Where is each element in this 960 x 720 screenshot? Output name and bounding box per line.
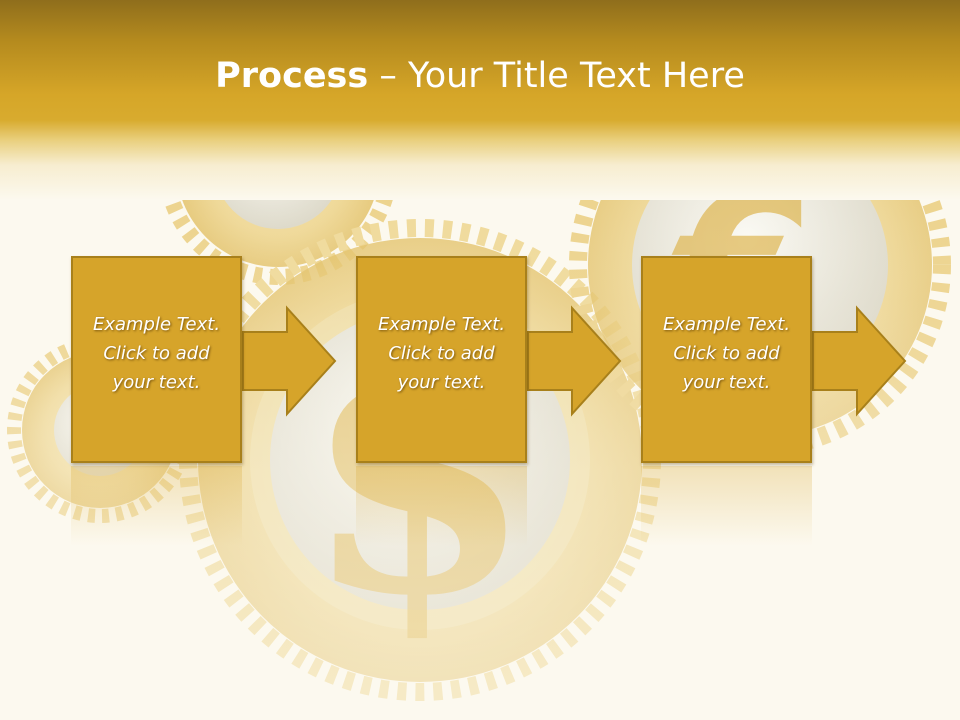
step-text-line: your text. [397,372,486,393]
header-band [0,0,960,200]
arrow-right-icon [812,305,907,417]
step-reflection [71,466,242,546]
process-step-1[interactable]: Example Text. Click to add your text. [71,256,337,546]
step-text-line: Example Text. [377,314,506,335]
step-text[interactable]: Example Text. Click to add your text. [71,310,242,397]
process-step-2[interactable]: Example Text. Click to add your text. [356,256,622,546]
step-text-line: your text. [112,372,201,393]
step-text-line: Example Text. [92,314,221,335]
arrow-right-icon [527,305,622,417]
step-text[interactable]: Example Text. Click to add your text. [356,310,527,397]
slide-title-rest: – Your Title Text Here [368,56,745,96]
step-text-line: Example Text. [662,314,791,335]
slide-title[interactable]: Process – Your Title Text Here [0,54,960,98]
arrow-right-icon [242,305,337,417]
step-reflection [356,466,527,546]
step-text-line: Click to add [388,343,495,364]
step-text-line: Click to add [103,343,210,364]
process-step-3[interactable]: Example Text. Click to add your text. [641,256,907,546]
step-text-line: your text. [682,372,771,393]
step-text-line: Click to add [673,343,780,364]
step-text[interactable]: Example Text. Click to add your text. [641,310,812,397]
slide-title-bold: Process [215,56,369,96]
step-reflection [641,466,812,546]
